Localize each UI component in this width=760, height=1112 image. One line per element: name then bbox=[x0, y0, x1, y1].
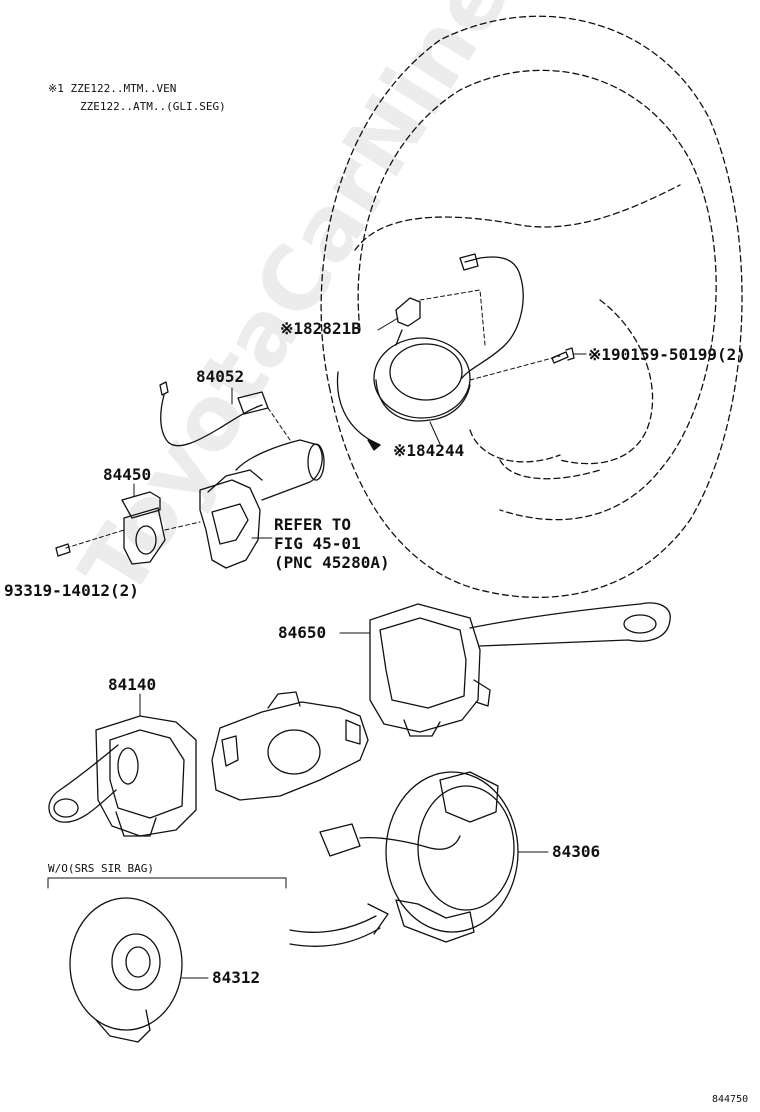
label-184244: ※184244 bbox=[393, 441, 465, 460]
switch-84140-stalk bbox=[48, 744, 119, 823]
bracket-plate-hole bbox=[267, 729, 321, 775]
part-84450-body bbox=[123, 507, 166, 565]
airbag-harness bbox=[461, 256, 524, 379]
airbag-pad-inner bbox=[389, 343, 463, 401]
airbag-pad bbox=[373, 337, 471, 419]
arrow-to-84306-lower bbox=[289, 927, 381, 947]
switch-84650-face bbox=[379, 617, 467, 709]
switch-84140-knob bbox=[53, 798, 79, 818]
wire-84052-cable bbox=[160, 394, 263, 447]
wire-84052-end-left bbox=[159, 381, 169, 396]
label-84650: 84650 bbox=[278, 623, 327, 642]
switch-84650-stalk bbox=[469, 602, 671, 647]
label-84306: 84306 bbox=[552, 842, 601, 861]
spiral-84306-top-housing bbox=[439, 771, 499, 823]
spiral-alt-84312 bbox=[47, 877, 389, 1043]
column-cover-slot bbox=[211, 503, 249, 545]
bracket-plate-tabs bbox=[221, 719, 361, 767]
guide-84450 bbox=[65, 521, 201, 549]
applicability-note-line1: ※1 ZZE122..MTM..VEN bbox=[48, 82, 177, 95]
spiral-84312-connector bbox=[95, 1009, 151, 1043]
bracket-plate-outline bbox=[211, 701, 369, 801]
steering-wheel-spoke-upper bbox=[354, 184, 681, 251]
arrow-head-hub bbox=[367, 439, 381, 451]
spiral-84306-bottom-housing bbox=[395, 899, 475, 943]
column-cover-lower bbox=[199, 479, 261, 569]
switch-84140-body bbox=[95, 715, 197, 837]
screw-93319-icon bbox=[55, 543, 71, 557]
label-93319-14012: 93319-14012(2) bbox=[4, 581, 139, 600]
arrow-hub-cover bbox=[336, 371, 381, 446]
bracket-plate-top-clip bbox=[267, 691, 301, 709]
spiral-84306-connector bbox=[319, 823, 361, 857]
switch-84140 bbox=[48, 693, 197, 837]
switch-84140-cylinder bbox=[117, 747, 139, 785]
spiral-84306-inner bbox=[417, 785, 515, 911]
part-84450 bbox=[55, 483, 201, 565]
steering-wheel bbox=[320, 15, 743, 598]
switch-84650-tab bbox=[403, 719, 441, 737]
part-84450-top bbox=[121, 491, 161, 519]
arrow-to-84306 bbox=[289, 915, 377, 933]
label-84450: 84450 bbox=[103, 465, 152, 484]
column-cover-ridge bbox=[207, 469, 263, 493]
label-84052: 84052 bbox=[196, 367, 245, 386]
label-refer-line2: FIG 45-01 bbox=[274, 534, 361, 553]
spiral-84312-ring bbox=[111, 933, 161, 991]
switch-84650 bbox=[339, 602, 671, 737]
spiral-84312-outer bbox=[69, 897, 183, 1031]
switch-84140-connector bbox=[115, 811, 157, 837]
airbag-pad-side bbox=[375, 379, 471, 422]
label-182821b: ※182821B bbox=[280, 319, 361, 338]
switch-84650-pin bbox=[473, 679, 491, 707]
spiral-84306-lead bbox=[359, 835, 461, 850]
label-84312: 84312 bbox=[212, 968, 261, 987]
label-84140: 84140 bbox=[108, 675, 157, 694]
horn-bracket bbox=[395, 297, 421, 346]
screw-190159-icon bbox=[551, 347, 575, 364]
switch-84650-body bbox=[369, 603, 481, 733]
switch-bracket-plate bbox=[211, 691, 369, 801]
switch-84140-face bbox=[109, 729, 185, 819]
steering-wheel-spoke-lower bbox=[469, 429, 601, 480]
airbag-harness-clip bbox=[459, 253, 479, 271]
column-cover-upper bbox=[235, 439, 323, 501]
switch-84650-knob bbox=[623, 614, 657, 634]
assembly-guide-1 bbox=[419, 289, 486, 346]
spiral-cable-84306 bbox=[319, 771, 549, 943]
label-refer-line3: (PNC 45280A) bbox=[274, 553, 390, 572]
leader-184244 bbox=[429, 421, 441, 445]
label-wo-srs-sir-bag: W/O(SRS SIR BAG) bbox=[48, 862, 154, 875]
part-84450-bore bbox=[135, 525, 157, 555]
label-190159-50199: ※190159-50199(2) bbox=[588, 345, 746, 364]
wd-bracket-line bbox=[47, 877, 287, 889]
column-cover bbox=[199, 439, 325, 569]
guide-84052 bbox=[267, 407, 291, 441]
wire-84052 bbox=[159, 381, 291, 447]
label-refer-line1: REFER TO bbox=[274, 515, 352, 534]
steering-wheel-rim-inner bbox=[357, 69, 717, 521]
column-cover-end bbox=[307, 443, 325, 481]
assembly-guide-2 bbox=[469, 355, 561, 381]
applicability-note-line2: ZZE122..ATM..(GLI.SEG) bbox=[80, 100, 226, 113]
leader-182821b bbox=[377, 317, 399, 331]
wire-84052-connector bbox=[237, 391, 269, 415]
spiral-84312-bore bbox=[125, 946, 151, 978]
figure-id: 844750 bbox=[712, 1094, 749, 1105]
steering-wheel-rim-outer bbox=[320, 15, 743, 598]
steering-wheel-spoke-right bbox=[559, 299, 654, 465]
arrow-head-84306 bbox=[367, 903, 389, 935]
